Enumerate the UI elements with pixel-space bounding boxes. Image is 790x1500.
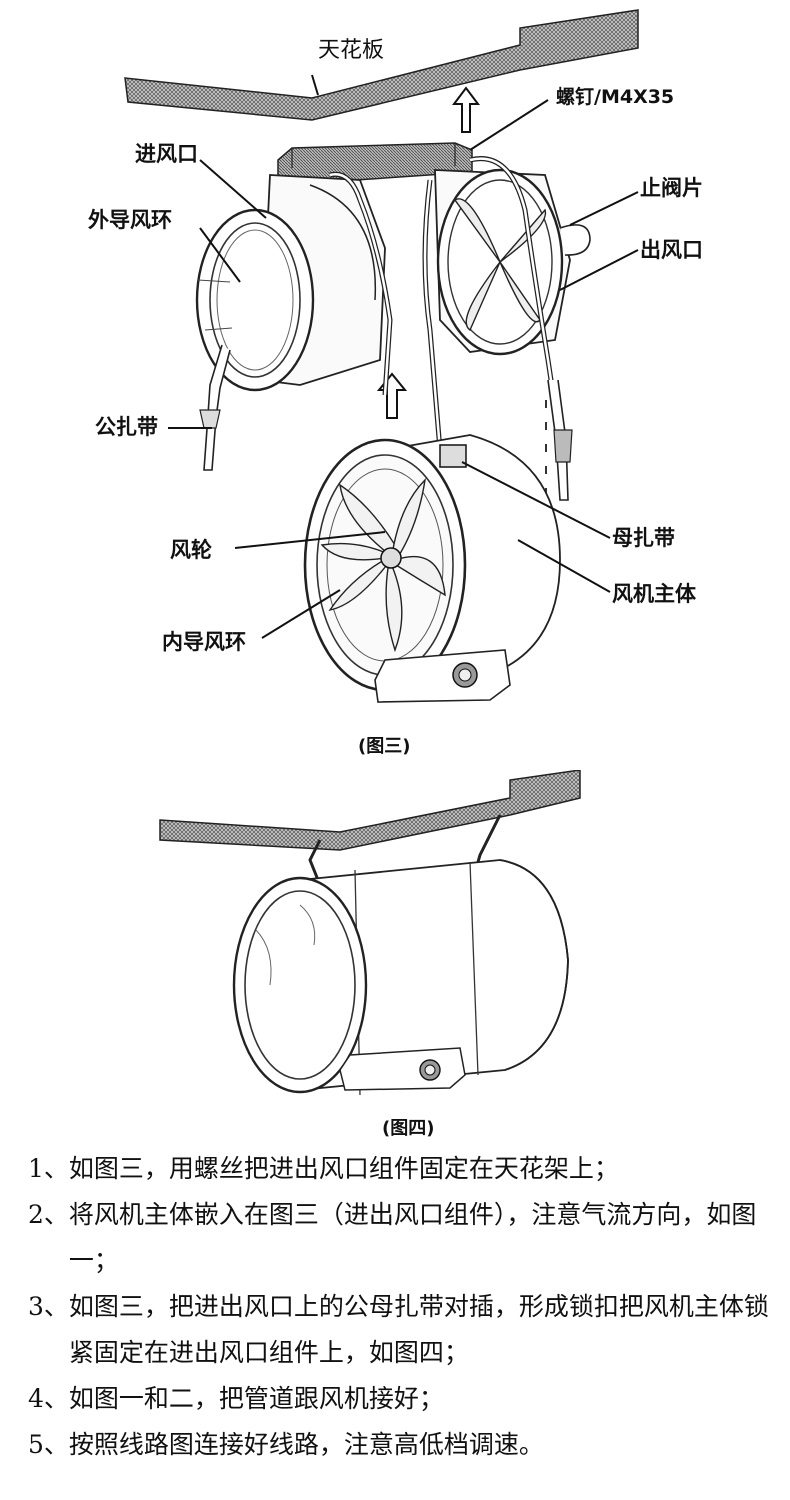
step-item: 5、 按照线路图连接好线路，注意高低档调速。	[28, 1422, 780, 1468]
figure-4-illustration	[159, 770, 581, 1096]
label-check-valve: 止阀片	[640, 176, 703, 200]
male-strap-left	[203, 344, 231, 471]
label-female-strap: 母扎带	[612, 526, 675, 550]
step-number: 3、	[28, 1292, 69, 1321]
inlet-assembly	[195, 174, 386, 392]
label-impeller: 风轮	[170, 538, 212, 562]
installation-steps: 1、 如图三，用螺丝把进出风口组件固定在天花架上； 2、 将风机主体嵌入在图三（…	[28, 1146, 780, 1468]
assembled-fan	[232, 859, 569, 1096]
label-outer-guide-ring: 外导风环	[88, 208, 172, 232]
step-text: 如图三，用螺丝把进出风口组件固定在天花架上；	[68, 1154, 619, 1183]
label-male-strap: 公扎带	[95, 415, 158, 439]
label-inlet: 进风口	[135, 142, 198, 166]
step-item: 3、 如图三，把进出风口上的公母扎带对插，形成锁扣把风机主体锁紧固定在进出风口组…	[28, 1284, 780, 1376]
fan-body	[303, 434, 561, 703]
outlet-assembly	[434, 168, 591, 356]
ceiling-slab	[124, 9, 639, 121]
step-text: 如图一和二，把管道跟风机接好；	[68, 1384, 444, 1413]
step-number: 2、	[28, 1200, 69, 1229]
label-inner-guide-ring: 内导风环	[162, 630, 246, 654]
figure-4-caption: (图四)	[382, 1118, 435, 1139]
step-number: 5、	[28, 1430, 69, 1459]
up-arrow-top	[452, 86, 480, 133]
step-number: 4、	[28, 1384, 69, 1413]
step-number: 1、	[28, 1154, 69, 1183]
step-item: 4、 如图一和二，把管道跟风机接好；	[28, 1376, 780, 1422]
step-text: 如图三，把进出风口上的公母扎带对插，形成锁扣把风机主体锁紧固定在进出风口组件上，…	[68, 1292, 769, 1367]
step-item: 1、 如图三，用螺丝把进出风口组件固定在天花架上；	[28, 1146, 780, 1192]
figure-3-caption: (图三)	[358, 736, 411, 757]
figure-3: 天花板 螺钉/M4X35 进风口 外导风环 止阀片 出风口 公扎带 风轮 母扎带…	[88, 9, 703, 757]
label-outlet: 出风口	[640, 238, 703, 262]
step-item: 2、 将风机主体嵌入在图三（进出风口组件），注意气流方向，如图一；	[28, 1192, 780, 1284]
figure-4: (图四)	[0, 770, 790, 1145]
label-fan-body: 风机主体	[612, 582, 696, 606]
up-arrow-middle	[376, 372, 408, 419]
label-ceiling: 天花板	[318, 38, 385, 63]
step-text: 按照线路图连接好线路，注意高低档调速。	[68, 1430, 544, 1459]
figure-3-illustration	[124, 9, 639, 703]
ceiling-slab-4	[159, 770, 581, 851]
step-text: 将风机主体嵌入在图三（进出风口组件），注意气流方向，如图一；	[68, 1200, 757, 1275]
label-screw: 螺钉/M4X35	[556, 86, 675, 108]
